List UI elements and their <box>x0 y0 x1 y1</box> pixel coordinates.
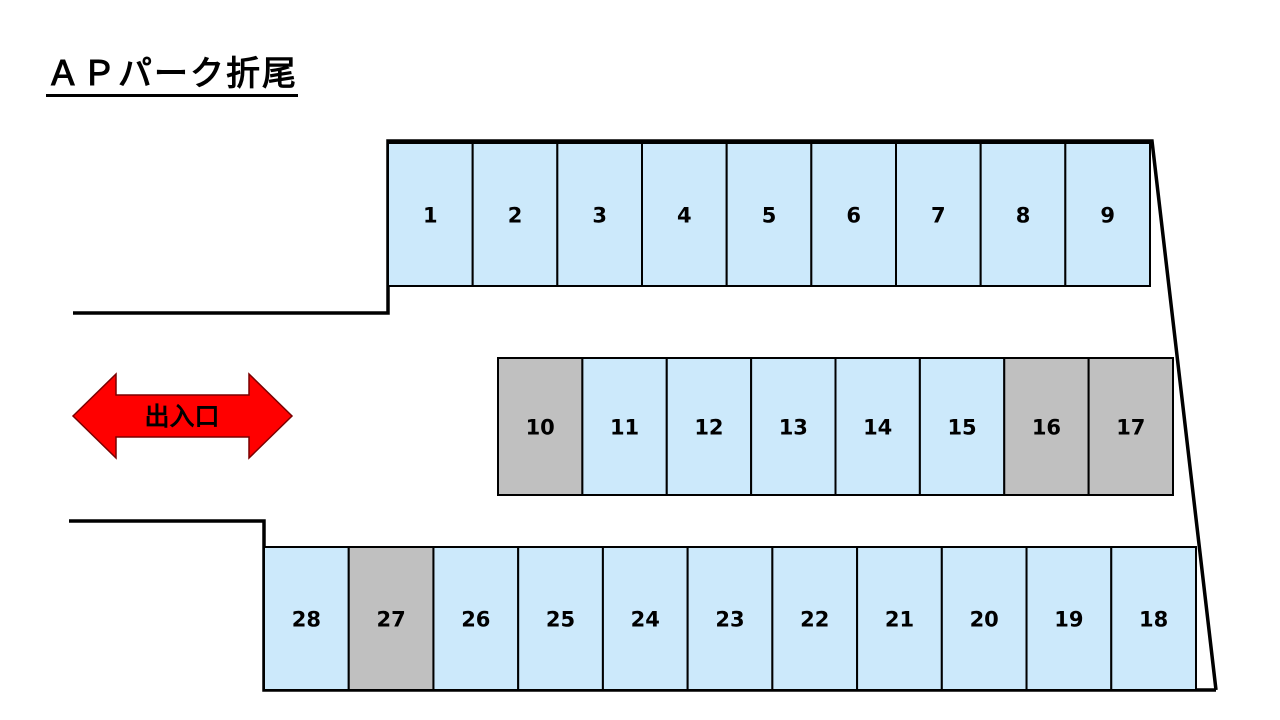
parking-space-number: 15 <box>947 416 976 440</box>
parking-space-20[interactable]: 20 <box>940 546 1028 691</box>
parking-space-number: 16 <box>1032 416 1061 440</box>
page-title: ＡＰパーク折尾 <box>46 54 298 97</box>
parking-space-box <box>725 142 813 287</box>
parking-space-number: 27 <box>376 608 405 632</box>
parking-space-5[interactable]: 5 <box>725 142 813 287</box>
double-arrow-icon <box>71 372 294 460</box>
parking-space-box <box>856 546 943 691</box>
parking-space-number: 7 <box>931 204 946 228</box>
parking-space-box <box>471 142 559 287</box>
parking-space-19[interactable]: 19 <box>1025 546 1113 691</box>
parking-space-number: 17 <box>1116 416 1145 440</box>
parking-space-28[interactable]: 28 <box>263 546 350 691</box>
parking-space-12[interactable]: 12 <box>665 357 753 496</box>
parking-space-box <box>979 142 1067 287</box>
parking-space-box <box>686 546 774 691</box>
parking-space-13[interactable]: 13 <box>750 357 837 496</box>
parking-space-box <box>665 357 753 496</box>
parking-space-box <box>263 546 350 691</box>
parking-space-number: 8 <box>1016 204 1031 228</box>
parking-space-15[interactable]: 15 <box>918 357 1006 496</box>
parking-space-26[interactable]: 26 <box>432 546 520 691</box>
parking-space-14[interactable]: 14 <box>834 357 921 496</box>
parking-space-number: 20 <box>970 608 999 632</box>
parking-space-box <box>1003 357 1090 496</box>
parking-space-17[interactable]: 17 <box>1087 357 1174 496</box>
parking-space-box <box>432 546 520 691</box>
parking-space-number: 12 <box>694 416 723 440</box>
parking-space-number: 22 <box>800 608 829 632</box>
parking-space-24[interactable]: 24 <box>601 546 689 691</box>
parking-space-number: 25 <box>546 608 575 632</box>
parking-space-box <box>1087 357 1174 496</box>
parking-space-number: 23 <box>715 608 744 632</box>
parking-space-number: 11 <box>610 416 639 440</box>
parking-space-box <box>497 357 584 496</box>
parking-space-box <box>834 357 921 496</box>
parking-space-box <box>601 546 689 691</box>
parking-space-box <box>940 546 1028 691</box>
parking-space-number: 14 <box>863 416 892 440</box>
parking-space-1[interactable]: 1 <box>387 142 474 287</box>
parking-space-box <box>918 357 1006 496</box>
parking-space-10[interactable]: 10 <box>497 357 584 496</box>
parking-space-number: 26 <box>461 608 490 632</box>
parking-space-number: 28 <box>292 608 321 632</box>
parking-space-2[interactable]: 2 <box>471 142 559 287</box>
parking-space-6[interactable]: 6 <box>810 142 897 287</box>
parking-space-number: 19 <box>1054 608 1083 632</box>
parking-space-number: 2 <box>508 204 523 228</box>
parking-space-box <box>1064 142 1152 287</box>
parking-space-box <box>347 546 435 691</box>
parking-space-number: 3 <box>592 204 607 228</box>
parking-space-number: 18 <box>1139 608 1168 632</box>
parking-space-number: 9 <box>1100 204 1115 228</box>
entrance-marker: 出入口 <box>71 372 294 460</box>
parking-space-9[interactable]: 9 <box>1064 142 1152 287</box>
parking-space-number: 1 <box>423 204 438 228</box>
parking-space-number: 4 <box>677 204 692 228</box>
parking-space-4[interactable]: 4 <box>641 142 728 287</box>
parking-space-22[interactable]: 22 <box>771 546 859 691</box>
parking-space-number: 5 <box>762 204 777 228</box>
parking-space-25[interactable]: 25 <box>517 546 604 691</box>
parking-space-7[interactable]: 7 <box>895 142 982 287</box>
parking-space-box <box>1110 546 1197 691</box>
upper-road-edge <box>73 139 1218 691</box>
parking-space-box <box>1025 546 1113 691</box>
parking-space-number: 21 <box>885 608 914 632</box>
entrance-label: 出入口 <box>144 402 219 431</box>
parking-space-number: 24 <box>631 608 660 632</box>
parking-space-number: 6 <box>846 204 861 228</box>
parking-space-11[interactable]: 11 <box>581 357 668 496</box>
parking-space-23[interactable]: 23 <box>686 546 774 691</box>
parking-space-box <box>750 357 837 496</box>
parking-space-18[interactable]: 18 <box>1110 546 1197 691</box>
parking-space-number: 13 <box>779 416 808 440</box>
parking-space-21[interactable]: 21 <box>856 546 943 691</box>
parking-space-8[interactable]: 8 <box>979 142 1067 287</box>
parking-space-16[interactable]: 16 <box>1003 357 1090 496</box>
parking-space-number: 10 <box>526 416 555 440</box>
parking-space-3[interactable]: 3 <box>556 142 643 287</box>
parking-space-27[interactable]: 27 <box>347 546 435 691</box>
parking-space-box <box>387 142 474 287</box>
